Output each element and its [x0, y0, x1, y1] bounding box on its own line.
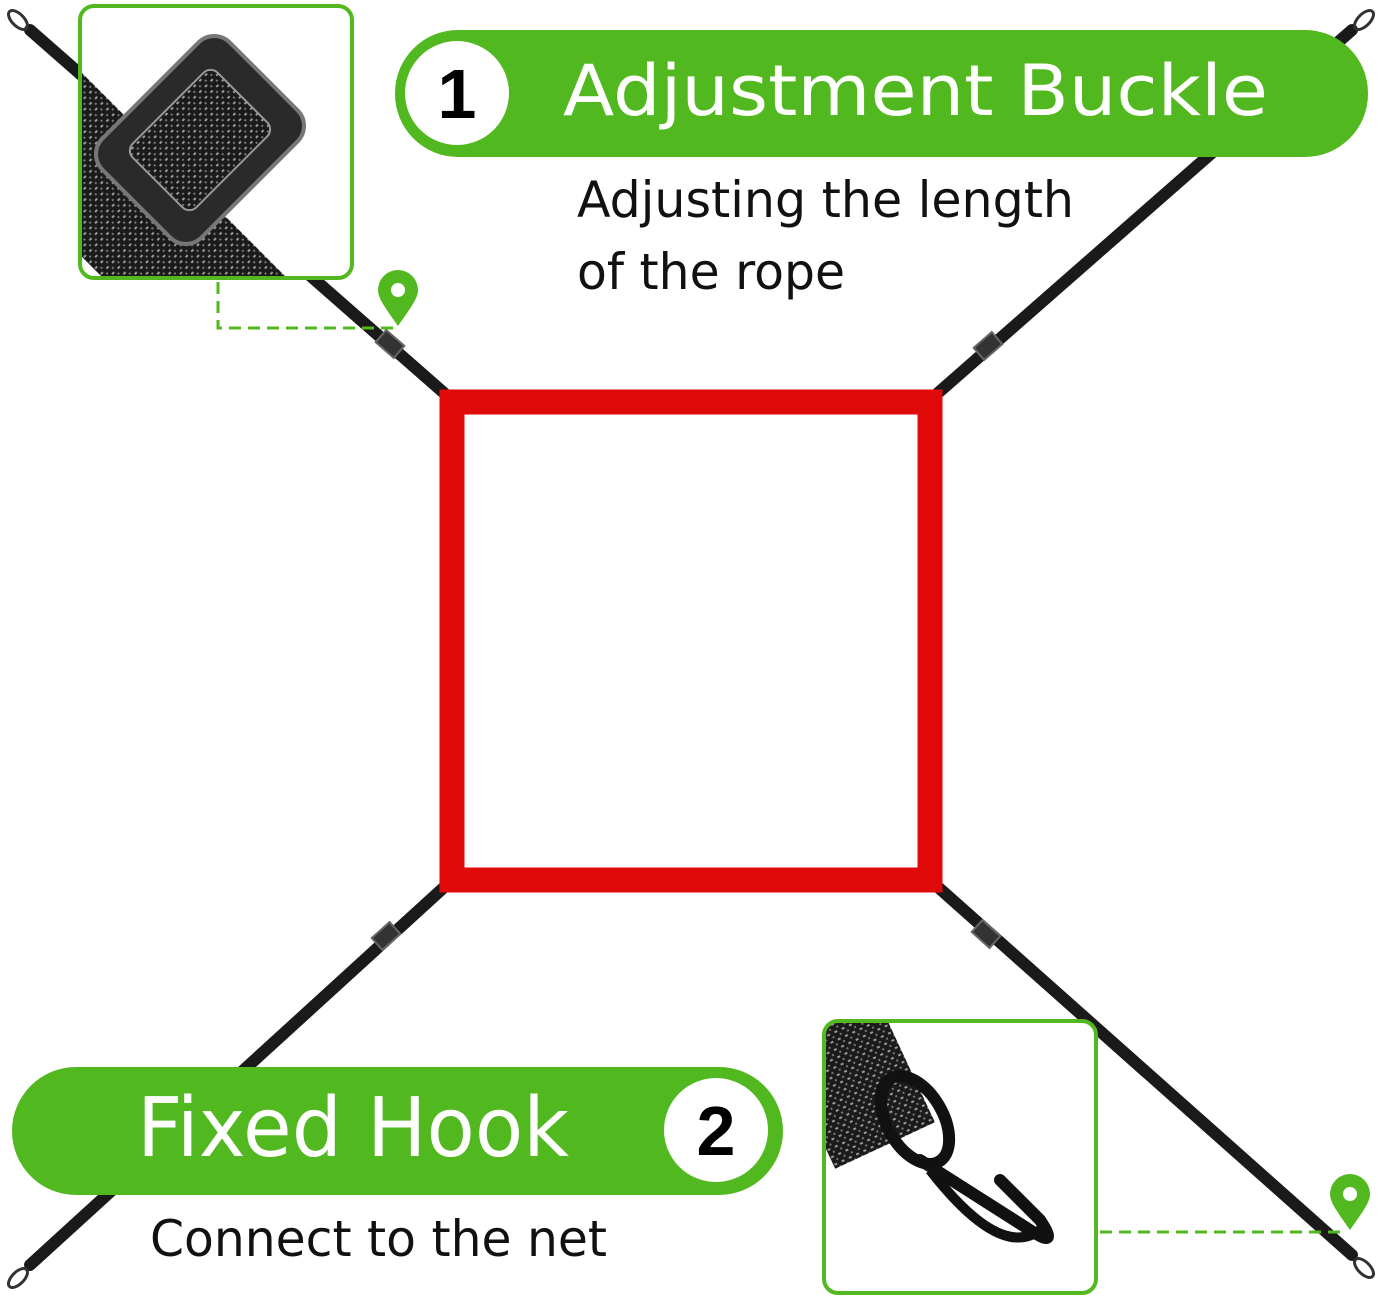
number-badge-label: 2 [697, 1092, 736, 1170]
hook-icon [1353, 1257, 1375, 1279]
callout-description-line2: of the rope [577, 243, 845, 301]
callout-title: Fixed Hook [137, 1081, 569, 1176]
buckle-icon [374, 328, 406, 360]
callout-description: Connect to the net [150, 1210, 607, 1268]
location-pin-icon [1330, 1174, 1370, 1230]
location-pin-icon [378, 270, 418, 326]
callout-pill [395, 30, 1368, 157]
number-badge [664, 1078, 768, 1182]
red-target-frame [439, 389, 943, 893]
callout-fixed-hook: 2 Fixed Hook Connect to the net [12, 1067, 783, 1268]
end-hooks [7, 9, 1375, 1289]
hook-detail-inset [822, 1019, 1098, 1295]
hook-icon [7, 9, 29, 31]
callout-description-line1: Adjusting the length [577, 171, 1074, 229]
callout-pill [12, 1067, 783, 1195]
callout-title: Adjustment Buckle [563, 50, 1268, 132]
buckle-icon [370, 920, 402, 952]
number-badge [405, 41, 509, 145]
number-badge-label: 1 [438, 55, 477, 133]
buckle-detail-inset [78, 4, 354, 280]
callout-adjustment-buckle: 1 Adjustment Buckle Adjusting the length… [395, 30, 1368, 301]
hook-icon [7, 1267, 29, 1289]
buckle-icon [972, 330, 1004, 362]
leader-line-1 [216, 282, 396, 330]
strap-bottom-right [924, 874, 1358, 1261]
strap-buckles [370, 328, 1004, 952]
hook-icon [1353, 9, 1375, 31]
buckle-icon [970, 918, 1002, 950]
